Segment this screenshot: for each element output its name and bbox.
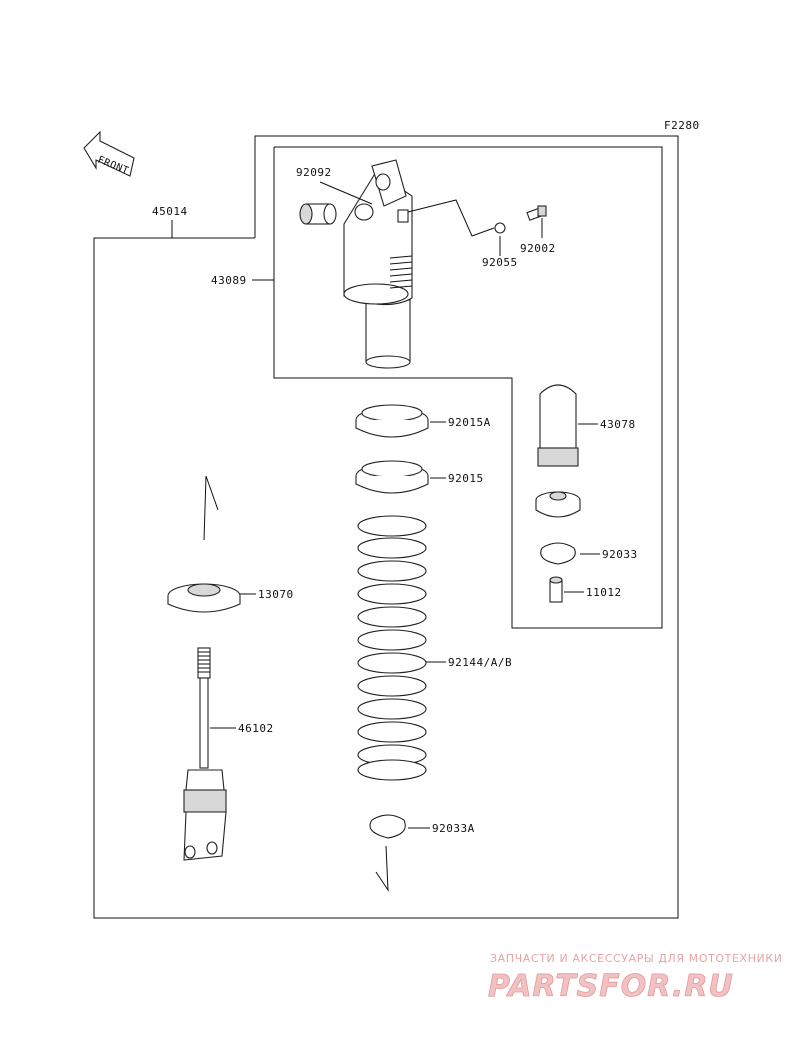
diagram-code: F2280 (664, 119, 700, 132)
nut-92015A-part (355, 404, 429, 438)
bumper-part (535, 491, 581, 518)
label-11012: 11012 (586, 586, 622, 599)
label-43078: 43078 (600, 418, 636, 431)
bolt-92002-part (526, 205, 547, 221)
circlip-92033A-part (369, 814, 406, 839)
label-92055: 92055 (482, 256, 518, 269)
circlip-92033-part (540, 542, 576, 565)
cap-43078-part (537, 384, 579, 467)
assembly-boundary-inner (273, 146, 663, 629)
label-92002: 92002 (520, 242, 556, 255)
collar-92092-part (299, 203, 337, 225)
assembly-boundary-outer (93, 135, 679, 919)
seat-13070-part (167, 583, 241, 613)
label-43089: 43089 (211, 274, 247, 287)
label-13070: 13070 (258, 588, 294, 601)
shock-body-part (343, 159, 413, 369)
label-92092: 92092 (296, 166, 332, 179)
label-92033A: 92033A (432, 822, 475, 835)
oring-92055-part (494, 222, 506, 234)
label-92015: 92015 (448, 472, 484, 485)
valve-11012-part (549, 576, 563, 603)
label-92033: 92033 (602, 548, 638, 561)
front-arrow-icon: FRONT (83, 130, 135, 177)
label-45014: 45014 (152, 205, 188, 218)
nut-92015-part (355, 460, 429, 494)
watermark-tagline: ЗАПЧАСТИ И АКСЕССУАРЫ ДЛЯ МОТОТЕХНИКИ (490, 952, 783, 965)
label-92015A: 92015A (448, 416, 491, 429)
rod-46102-part (183, 647, 227, 861)
watermark-logo: PARTSFOR.RU (488, 969, 734, 1004)
label-46102: 46102 (238, 722, 274, 735)
label-92144: 92144/A/B (448, 656, 512, 669)
spring-92144-part (357, 515, 427, 781)
